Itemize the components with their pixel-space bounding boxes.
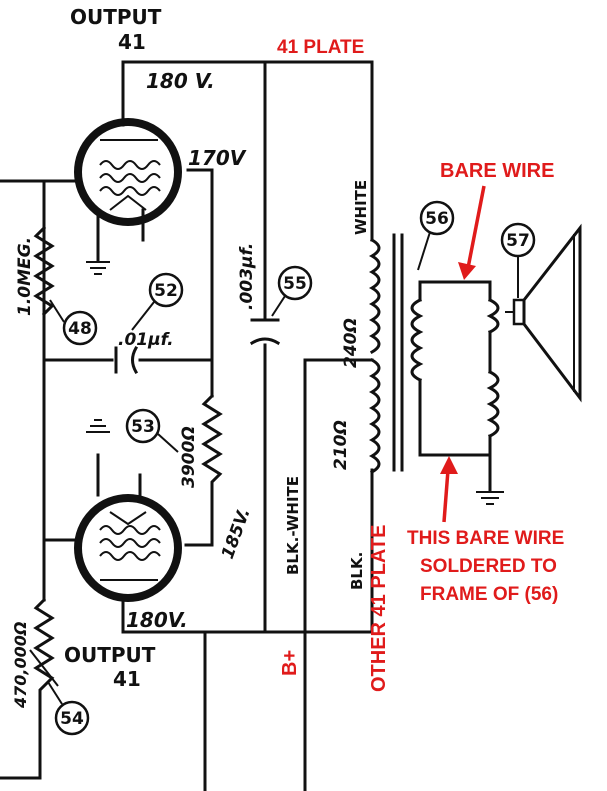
capacitor-003 bbox=[249, 318, 281, 346]
output-bottom-label-2: 41 bbox=[113, 667, 141, 691]
annotation-bare-wire: BARE WIRE bbox=[440, 160, 554, 182]
resistor-3900 bbox=[201, 393, 223, 497]
svg-text:57: 57 bbox=[506, 231, 530, 251]
callout-53: 53 bbox=[125, 408, 179, 453]
callout-57: 57 bbox=[500, 222, 536, 298]
annotation-solder-line2: SOLDERED TO bbox=[420, 556, 557, 577]
arrow-bare-wire bbox=[458, 185, 486, 280]
ground-symbol-lower bbox=[86, 419, 110, 433]
annotation-other-41-plate: OTHER 41 PLATE bbox=[368, 525, 390, 692]
callout-56: 56 bbox=[417, 200, 455, 271]
ohm-240-label: 240Ω bbox=[341, 318, 361, 368]
svg-text:52: 52 bbox=[154, 281, 178, 301]
annotation-bplus: B+ bbox=[279, 650, 301, 676]
speaker bbox=[505, 223, 582, 403]
capacitor-01 bbox=[114, 345, 139, 375]
callout-52: 52 bbox=[131, 272, 184, 331]
ohm-210-label: 210Ω bbox=[331, 420, 351, 470]
resistor-470k-arrow bbox=[29, 649, 59, 687]
svg-text:53: 53 bbox=[131, 417, 155, 437]
output-top-label-1: OUTPUT bbox=[70, 5, 162, 29]
resistor-470k-label: 470,000Ω bbox=[11, 622, 30, 709]
svg-text:48: 48 bbox=[68, 319, 92, 339]
resistor-1meg-label: 1.0MEG. bbox=[15, 237, 35, 316]
callout-55: 55 bbox=[271, 265, 313, 317]
ground-symbol-top bbox=[86, 261, 110, 275]
callout-48: 48 bbox=[49, 299, 98, 346]
blk-lead-label: BLK. bbox=[348, 552, 366, 590]
arrow-solder bbox=[440, 456, 458, 523]
svg-text:56: 56 bbox=[425, 209, 449, 229]
output-top-label-2: 41 bbox=[118, 30, 146, 54]
svg-text:55: 55 bbox=[283, 274, 307, 294]
annotation-solder-line1: THIS BARE WIRE bbox=[407, 528, 564, 549]
capacitor-01-label: .01µf. bbox=[118, 330, 174, 350]
tube-bottom bbox=[74, 494, 182, 602]
svg-text:54: 54 bbox=[60, 709, 84, 729]
capacitor-003-label: .003µf. bbox=[237, 243, 257, 310]
output-transformer bbox=[368, 233, 500, 475]
resistor-3900-label: 3900Ω bbox=[179, 426, 199, 488]
tube-top bbox=[74, 118, 182, 226]
voltage-180-top: 180 V. bbox=[146, 69, 215, 93]
resistor-1meg bbox=[33, 225, 55, 317]
ground-symbol-speaker bbox=[476, 453, 504, 505]
annotation-41-plate: 41 PLATE bbox=[277, 37, 364, 58]
voltage-170: 170V bbox=[188, 146, 247, 170]
white-lead-label: WHITE bbox=[352, 180, 370, 235]
blk-white-lead-label: BLK.-WHITE bbox=[284, 476, 302, 575]
voltage-180-bottom: 180V. bbox=[126, 608, 188, 632]
annotation-solder-line3: FRAME OF (56) bbox=[420, 584, 558, 605]
output-bottom-label-1: OUTPUT bbox=[64, 643, 156, 667]
callout-54: 54 bbox=[47, 681, 90, 736]
voltage-185: 185V. bbox=[218, 506, 255, 562]
